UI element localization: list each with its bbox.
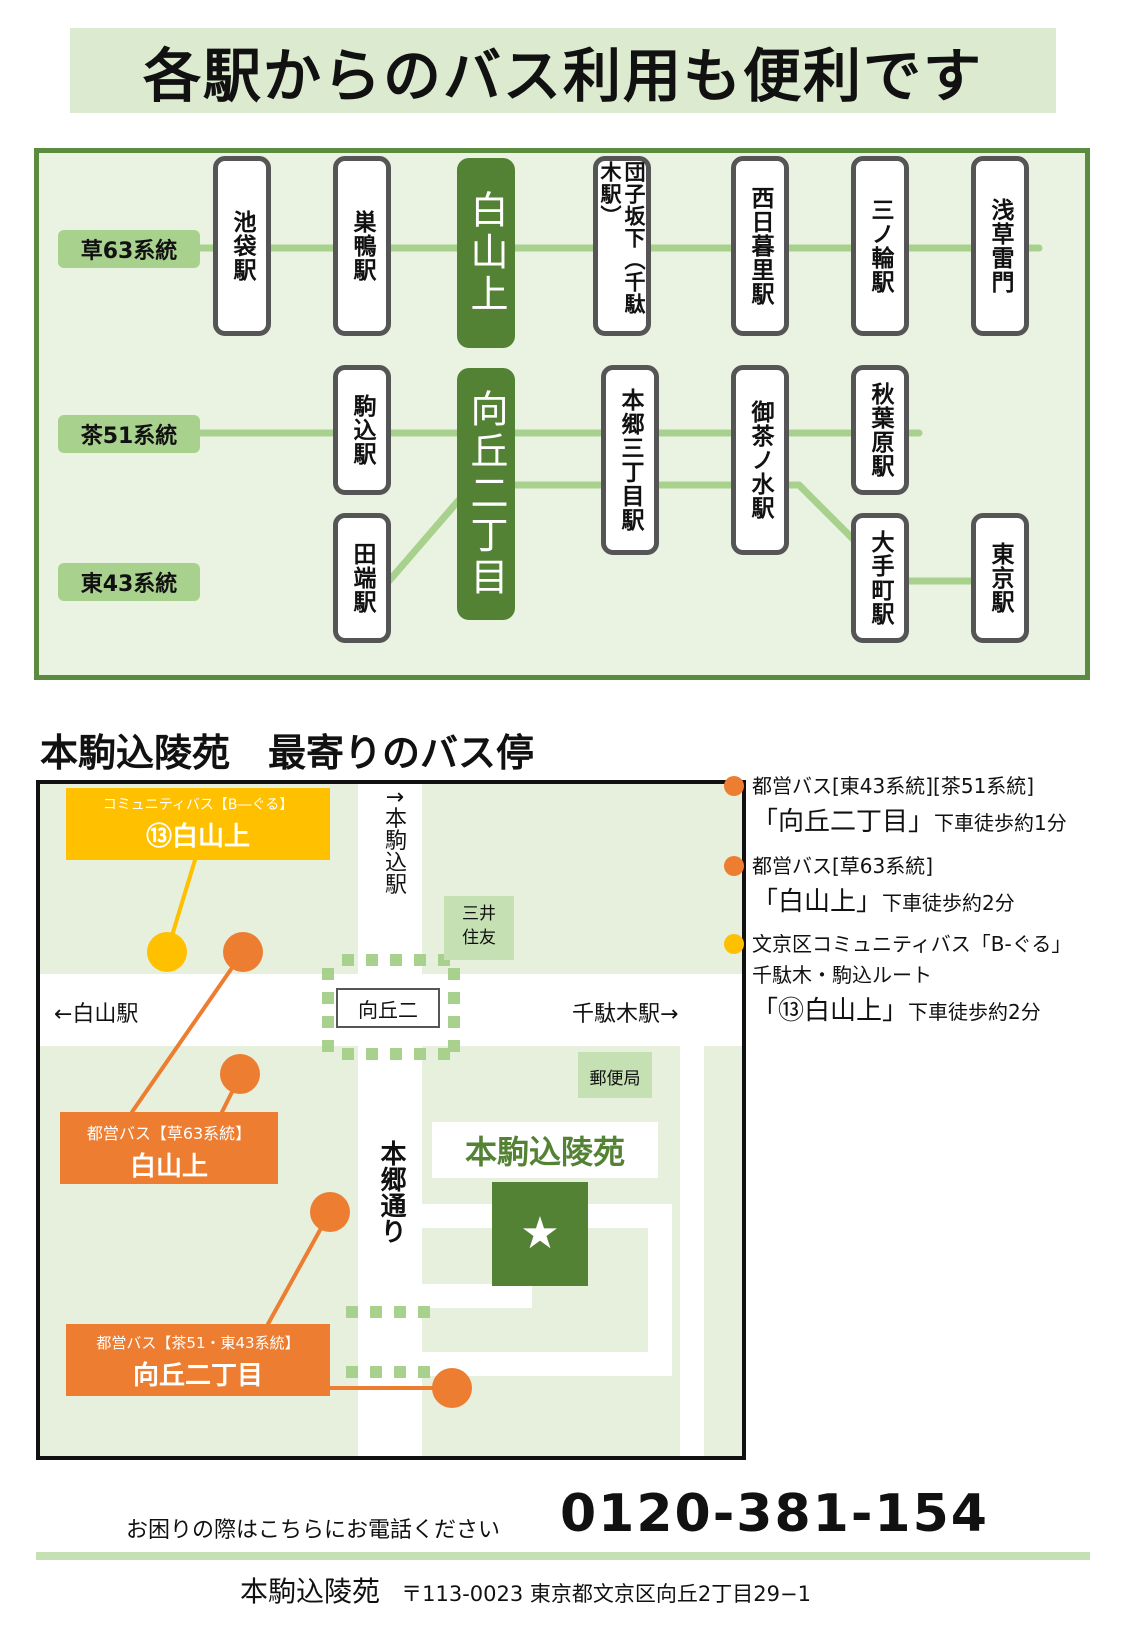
station-ochanomizu: 御茶ノ水駅 [731,365,789,555]
stop-dot-hakusanue-a [223,932,263,972]
legend-dot-orange [724,776,744,796]
station-ikebukuro: 池袋駅 [213,156,271,336]
legend-item-community: 文京区コミュニティバス「B-ぐる」 千駄木・駒込ルート 「⑬白山上」下車徒歩約2… [724,928,1071,1027]
stop-dot-mukogaoka-a [310,1192,350,1232]
stop-dot-community [147,932,187,972]
page-title: 各駅からのバス利用も便利です [142,41,983,110]
footer-name: 本駒込陵苑 [240,1575,381,1608]
station-hakusanue: 白山上 [457,158,515,348]
bank-label: 三井住友 [462,904,496,948]
map-graphics [40,784,742,1456]
area-map: ↑本駒込駅 ←白山駅 千駄木駅→ 向丘二 三井住友 郵便局 本郷通り 本駒込陵苑… [36,780,746,1460]
title-banner: 各駅からのバス利用も便利です [70,28,1056,113]
route-line-43-c [795,481,863,549]
station-komagome: 駒込駅 [333,365,391,495]
map-section-title: 本駒込陵苑 最寄りのバス停 [40,731,535,775]
route-label-51: 茶51系統 [58,415,200,453]
legend-dot-yellow [724,934,744,954]
station-asakusa: 浅草雷門 [971,156,1029,336]
station-akihabara: 秋葉原駅 [851,365,909,495]
station-tabata: 田端駅 [333,513,391,643]
west-label: ←白山駅 [54,1002,139,1027]
stop-dot-mukogaoka-b [432,1368,472,1408]
post-office-building [578,1052,652,1098]
station-hongo: 本郷三丁目駅 [601,365,659,555]
footer: 本駒込陵苑 〒113-0023 東京都文京区向丘2丁目29−1 [240,1570,811,1610]
station-sugamo: 巣鴨駅 [333,156,391,336]
street-label: 本郷通り [376,1140,406,1244]
legend-item-hakusanue: 都営バス[草63系統] 「白山上」下車徒歩約2分 [724,850,1015,918]
footer-address: 〒113-0023 東京都文京区向丘2丁目29−1 [401,1582,811,1606]
station-otemachi: 大手町駅 [851,513,909,643]
contact-prompt: お困りの際はこちらにお電話ください [126,1518,501,1543]
east-label: 千駄木駅→ [572,1002,679,1027]
bank-building [444,896,514,960]
stop-dot-hakusanue-b [220,1054,260,1094]
junction-sign: 向丘二 [336,988,440,1028]
footer-divider [36,1552,1090,1560]
site-star-icon: ★ [520,1208,560,1259]
station-minowa: 三ノ輪駅 [851,156,909,336]
legend-dot-orange [724,856,744,876]
station-tokyo: 東京駅 [971,513,1029,643]
toei63-badge: 都営バス【草63系統】 白山上 [60,1112,278,1184]
station-nishinippori: 西日暮里駅 [731,156,789,336]
route-diagram: 草63系統 茶51系統 東43系統 池袋駅 巣鴨駅 白山上 団子坂下（千駄木駅）… [34,148,1090,680]
community-bus-badge: コミュニティバス【B―ぐる】 ⑬白山上 [66,788,330,860]
north-label: ↑本駒込駅 [381,788,406,895]
legend-item-mukogaoka: 都営バス[東43系統][茶51系統] 「向丘二丁目」下車徒歩約1分 [724,770,1067,838]
toei51-badge: 都営バス【茶51・東43系統】 向丘二丁目 [66,1324,330,1396]
station-sendagi: 団子坂下（千駄木駅） [593,156,651,336]
post-office-label: 郵便局 [589,1069,641,1089]
site-building [492,1182,588,1286]
station-mukogaoka: 向丘二丁目 [457,368,515,620]
route-label-63: 草63系統 [58,230,200,268]
contact-phone[interactable]: 0120-381-154 [560,1484,989,1544]
road-hongo-dori [358,784,422,1456]
route-label-43: 東43系統 [58,563,200,601]
site-label: 本駒込陵苑 [432,1122,658,1178]
